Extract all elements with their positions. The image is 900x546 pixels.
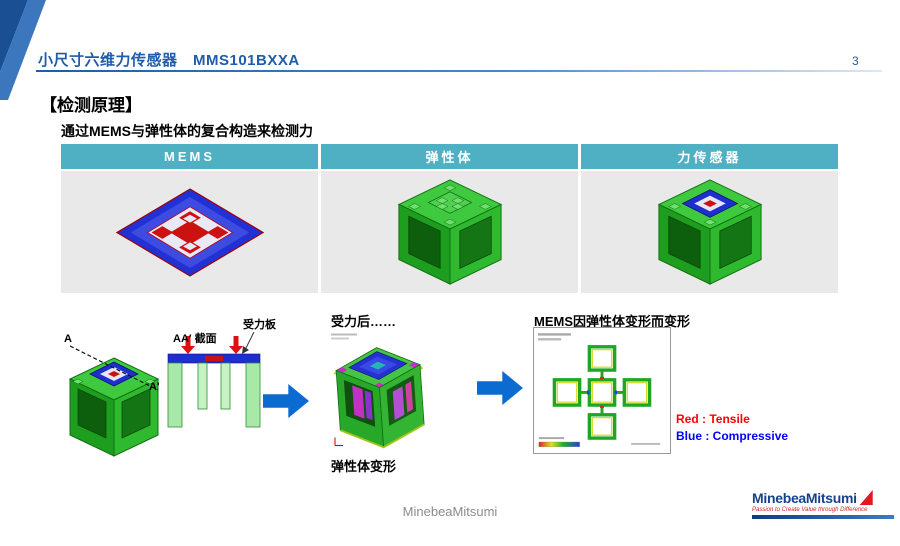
comparison-table: MEMS 弹性体 力传感器 xyxy=(61,144,838,293)
slide-title: 小尺寸六维力传感器 MMS101BXXA xyxy=(38,52,300,69)
mems-deformation-label: MEMS因弹性体变形而变形 xyxy=(534,314,691,329)
right-arrow-icon xyxy=(477,371,523,405)
axis-triad-icon xyxy=(334,437,343,447)
force-plate-label: 受力板 xyxy=(243,319,276,331)
mems-chip-image xyxy=(115,187,264,277)
company-logo: MinebeaMitsumi Passion to Create Value t… xyxy=(752,490,894,519)
table-cell-mems xyxy=(61,171,321,293)
section-label: AA′ 截面 xyxy=(173,333,217,345)
force-plate-pointer-head xyxy=(242,346,249,354)
mems-in-section xyxy=(205,356,223,361)
mems-fea-image xyxy=(533,327,671,454)
table-header-row: MEMS 弹性体 力传感器 xyxy=(61,144,838,169)
logo-flag-icon xyxy=(859,490,873,505)
after-force-label: 受力后…… xyxy=(331,314,397,329)
table-cell-force-sensor xyxy=(581,171,838,293)
footer-watermark: MinebeaMitsumi xyxy=(402,504,498,519)
section-line-aa xyxy=(69,345,159,391)
elastic-legs xyxy=(167,362,261,428)
logo-tagline: Passion to Create Value through Differen… xyxy=(752,507,868,513)
corner-decoration xyxy=(0,0,46,100)
logo-bar xyxy=(752,515,894,519)
legend-compressive: Blue : Compressive xyxy=(676,429,789,443)
force-sensor-image xyxy=(657,179,762,285)
column-header-force-sensor: 力传感器 xyxy=(581,144,838,169)
force-arrow-icons xyxy=(181,336,243,354)
label-a: A xyxy=(64,333,72,345)
column-header-mems: MEMS xyxy=(61,144,321,169)
label-a-prime: A' xyxy=(149,381,160,393)
cube-and-cross-section-diagram xyxy=(68,331,261,457)
table-cell-elastic-body xyxy=(321,171,581,293)
column-header-elastic-body: 弹性体 xyxy=(321,144,581,169)
cube-with-chip xyxy=(68,357,160,457)
header-divider xyxy=(36,70,882,72)
logo-brand-text: MinebeaMitsumi xyxy=(752,490,857,506)
table-body-row xyxy=(61,171,838,293)
elastic-body-image xyxy=(397,179,502,285)
elastic-deformation-label: 弹性体变形 xyxy=(331,459,397,474)
page-number: 3 xyxy=(852,54,859,68)
deformed-elastic-body-image xyxy=(327,329,433,452)
section-subheading: 通过MEMS与弹性体的复合构造来检测力 xyxy=(61,123,313,139)
legend-tensile: Red : Tensile xyxy=(676,412,750,426)
cross-section-diagram xyxy=(167,331,261,428)
section-heading: 【检测原理】 xyxy=(40,96,142,115)
